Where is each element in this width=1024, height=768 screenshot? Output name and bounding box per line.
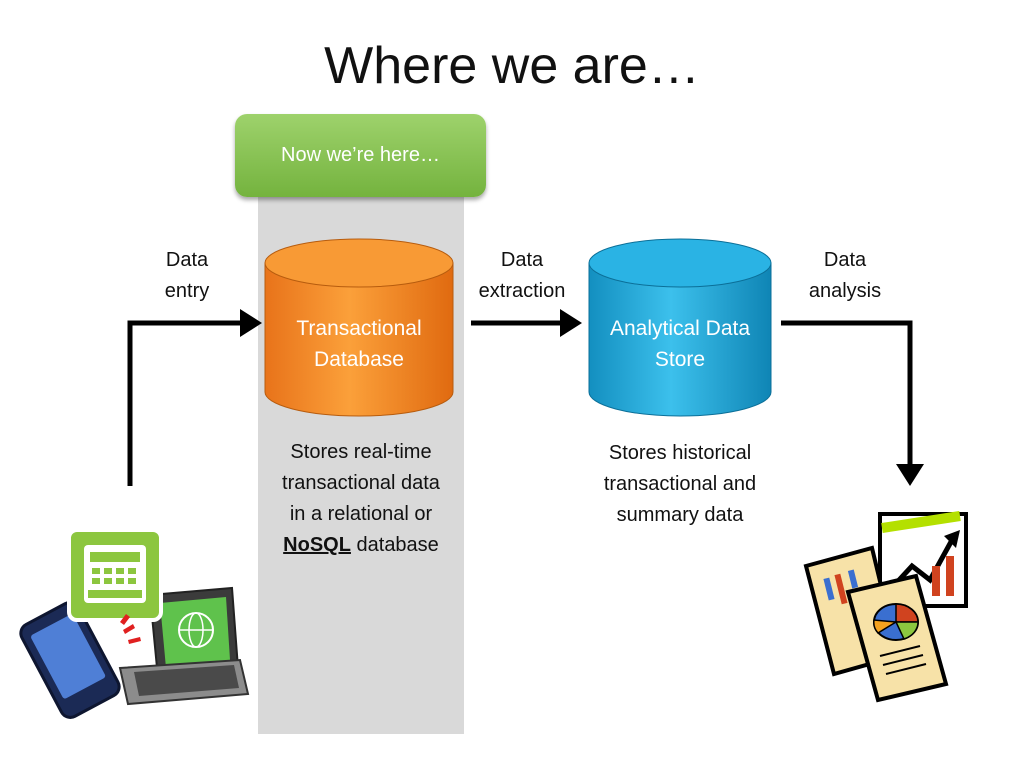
pie-chart-icon [873, 603, 919, 641]
data-analysis-label: Data analysis [790, 245, 900, 307]
transactional-desc-line4: NoSQL database [248, 530, 474, 561]
transactional-desc-line3: in a relational or [289, 503, 433, 525]
data-extraction-label-line1: Data [500, 249, 544, 271]
data-analysis-label-line1: Data [823, 249, 867, 271]
analytical-desc-line1: Stores historical [608, 442, 752, 464]
transactional-desc-line1: Stores real-time [290, 441, 432, 463]
analytical-data-store-cylinder [588, 238, 772, 417]
transactional-database-cylinder [264, 238, 454, 417]
mobile-phone-icon [19, 601, 121, 719]
data-extraction-label-line2: extraction [478, 280, 566, 302]
data-entry-label-line1: Data [165, 249, 209, 271]
now-here-marker: Now we’re here… [235, 114, 486, 197]
now-here-label: Now we’re here… [281, 144, 440, 166]
cash-register-icon [67, 528, 163, 644]
analytical-data-store-name-line2: Store [654, 348, 706, 371]
analytical-data-store-name: Analytical Data Store [585, 313, 775, 375]
slide-title: Where we are… [324, 37, 700, 95]
nosql-emphasis: NoSQL [283, 534, 351, 556]
analysis-reports-illustration [803, 511, 968, 703]
transactional-database-name: Transactional Database [265, 313, 453, 375]
transactional-database-name-line2: Database [314, 348, 404, 371]
analytical-desc-line3: summary data [616, 504, 744, 526]
analytical-data-store-description: Stores historical transactional and summ… [570, 438, 790, 531]
data-analysis-label-line2: analysis [808, 280, 882, 302]
data-entry-arrow [127, 309, 262, 486]
transactional-database-description: Stores real-time transactional data in a… [248, 437, 474, 561]
data-analysis-arrow [781, 320, 924, 486]
data-extraction-arrow [471, 309, 582, 337]
data-entry-label-line2: entry [164, 280, 210, 302]
transactional-desc-line2: transactional data [282, 472, 440, 494]
transactional-desc-line4-rest: database [350, 534, 439, 556]
source-devices-illustration [19, 528, 250, 719]
analytical-data-store-name-line1: Analytical Data [609, 317, 751, 340]
laptop-icon [118, 586, 250, 706]
analytical-desc-line2: transactional and [603, 473, 757, 495]
data-extraction-label: Data extraction [462, 245, 582, 307]
transactional-database-name-line1: Transactional [296, 317, 422, 340]
data-entry-label: Data entry [137, 245, 237, 307]
